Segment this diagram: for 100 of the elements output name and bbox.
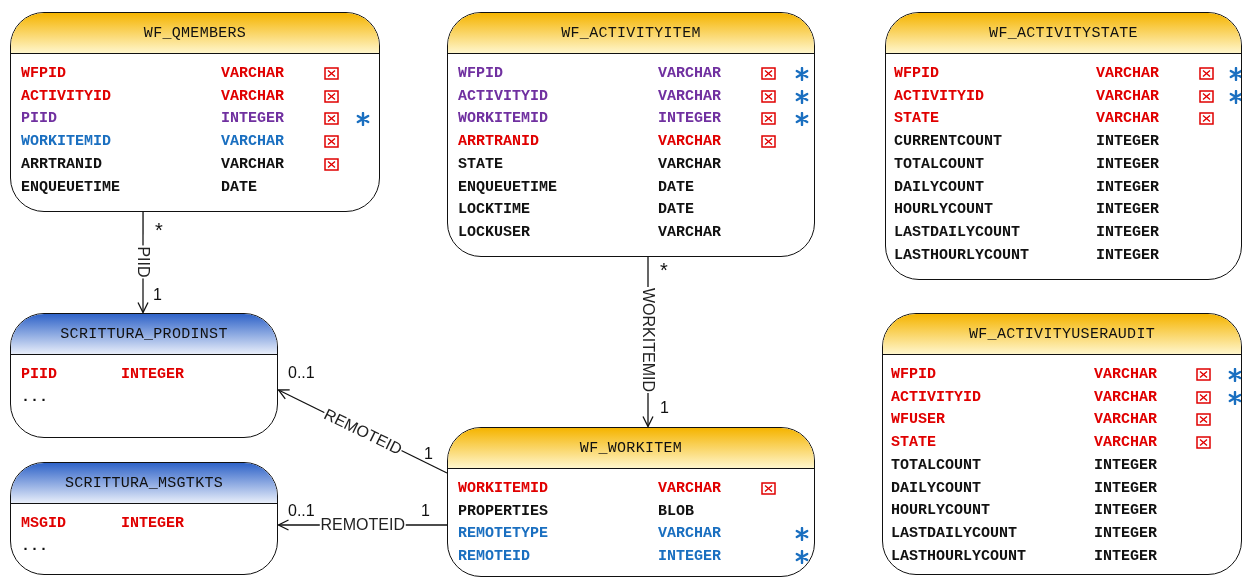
multiplicity-label: 0..1	[288, 503, 315, 519]
column-name: WFPID	[21, 65, 66, 83]
column-type: VARCHAR	[658, 65, 721, 83]
column-type: INTEGER	[1096, 155, 1159, 174]
entity-table	[885, 12, 1242, 280]
column-type: VARCHAR	[658, 480, 721, 498]
column-type: INTEGER	[658, 548, 721, 567]
column-type: INTEGER	[1094, 547, 1157, 566]
column-name: STATE	[458, 155, 503, 174]
column-type: INTEGER	[1094, 524, 1157, 543]
column-name: WFPID	[458, 65, 503, 83]
column-type: VARCHAR	[658, 223, 721, 242]
multiplicity-label: 1	[424, 446, 433, 462]
column-name: DAILYCOUNT	[891, 479, 981, 498]
column-name: HOURLYCOUNT	[894, 201, 994, 220]
edge-label: REMOTEID	[319, 517, 406, 533]
column-type: INTEGER	[1094, 479, 1157, 498]
column-name: ACTIVITYID	[891, 388, 981, 407]
column-type: VARCHAR	[1096, 65, 1159, 83]
column-type: INTEGER	[1096, 223, 1159, 242]
column-type: DATE	[221, 178, 257, 197]
column-name: WORKITEMID	[458, 110, 548, 129]
table-title: WF_ACTIVITYUSERAUDIT	[883, 314, 1241, 355]
table-title: WF_ACTIVITYSTATE	[886, 13, 1241, 54]
column-name: ACTIVITYID	[894, 87, 984, 106]
column-type: DATE	[658, 201, 694, 220]
table-title: WF_ACTIVITYITEM	[448, 13, 814, 54]
entity-table	[10, 462, 278, 575]
ellipsis-text: ...	[21, 388, 48, 407]
column-name: TOTALCOUNT	[891, 456, 981, 475]
table-title: SCRITTURA_MSGTKTS	[11, 463, 277, 504]
column-name: STATE	[894, 110, 939, 129]
column-type: VARCHAR	[221, 155, 284, 174]
column-name: WORKITEMID	[458, 480, 548, 498]
column-name: WFPID	[894, 65, 939, 83]
column-type: VARCHAR	[658, 155, 721, 174]
multiplicity-label: 1	[153, 287, 162, 303]
column-name: PIID	[21, 366, 57, 384]
edge-label: PIID	[135, 245, 151, 279]
column-type: VARCHAR	[658, 525, 721, 544]
multiplicity-label: 0..1	[288, 365, 315, 381]
column-type: VARCHAR	[221, 65, 284, 83]
column-type: INTEGER	[121, 366, 184, 384]
column-type: VARCHAR	[221, 87, 284, 106]
table-title: WF_WORKITEM	[448, 428, 814, 469]
entity-table	[10, 313, 278, 438]
ellipsis-text: ...	[21, 537, 48, 556]
column-name: LASTHOURLYCOUNT	[891, 547, 1027, 566]
column-type: VARCHAR	[1094, 366, 1157, 384]
entity-table	[10, 12, 380, 212]
column-type: VARCHAR	[221, 133, 284, 152]
multiplicity-label: *	[660, 262, 668, 278]
multiplicity-label: *	[155, 222, 163, 238]
column-name: PROPERTIES	[458, 502, 548, 521]
column-type: VARCHAR	[1094, 434, 1157, 453]
column-name: LOCKTIME	[458, 201, 530, 220]
column-name: LASTHOURLYCOUNT	[894, 246, 1030, 265]
column-name: LASTDAILYCOUNT	[891, 524, 1018, 543]
column-name: LOCKUSER	[458, 223, 530, 242]
column-type: VARCHAR	[1096, 110, 1159, 129]
column-name: WFPID	[891, 366, 936, 384]
column-name: ACTIVITYID	[21, 87, 111, 106]
column-name: HOURLYCOUNT	[891, 502, 991, 521]
column-name: ARRTRANID	[458, 133, 539, 152]
column-name: WORKITEMID	[21, 133, 111, 152]
column-type: INTEGER	[1096, 246, 1159, 265]
column-type: VARCHAR	[1094, 388, 1157, 407]
column-name: ENQUEUETIME	[458, 178, 558, 197]
column-name: STATE	[891, 434, 936, 453]
column-type: VARCHAR	[1096, 87, 1159, 106]
column-name: REMOTETYPE	[458, 525, 548, 544]
column-type: INTEGER	[658, 110, 721, 129]
column-type: INTEGER	[1096, 178, 1159, 197]
column-type: VARCHAR	[1094, 411, 1157, 430]
multiplicity-label: 1	[421, 503, 430, 519]
column-name: REMOTEID	[458, 548, 530, 567]
column-name: MSGID	[21, 515, 66, 533]
multiplicity-label: 1	[660, 400, 669, 416]
column-type: INTEGER	[1096, 133, 1159, 152]
column-type: BLOB	[658, 502, 694, 521]
column-name: TOTALCOUNT	[894, 155, 984, 174]
edge-label: WORKITEMID	[640, 287, 656, 394]
column-name: PIID	[21, 110, 57, 129]
column-type: VARCHAR	[658, 87, 721, 106]
column-type: INTEGER	[1096, 201, 1159, 220]
column-type: INTEGER	[221, 110, 284, 129]
column-name: ENQUEUETIME	[21, 178, 121, 197]
column-name: DAILYCOUNT	[894, 178, 984, 197]
column-type: DATE	[658, 178, 694, 197]
table-title: WF_QMEMBERS	[11, 13, 379, 54]
column-type: VARCHAR	[658, 133, 721, 152]
entity-table	[447, 12, 815, 257]
column-type: INTEGER	[1094, 456, 1157, 475]
column-name: ARRTRANID	[21, 155, 102, 174]
column-type: INTEGER	[1094, 502, 1157, 521]
table-title: SCRITTURA_PRODINST	[11, 314, 277, 355]
column-name: WFUSER	[891, 411, 945, 430]
column-type: INTEGER	[121, 515, 184, 533]
entity-table	[882, 313, 1242, 575]
entity-table	[447, 427, 815, 577]
